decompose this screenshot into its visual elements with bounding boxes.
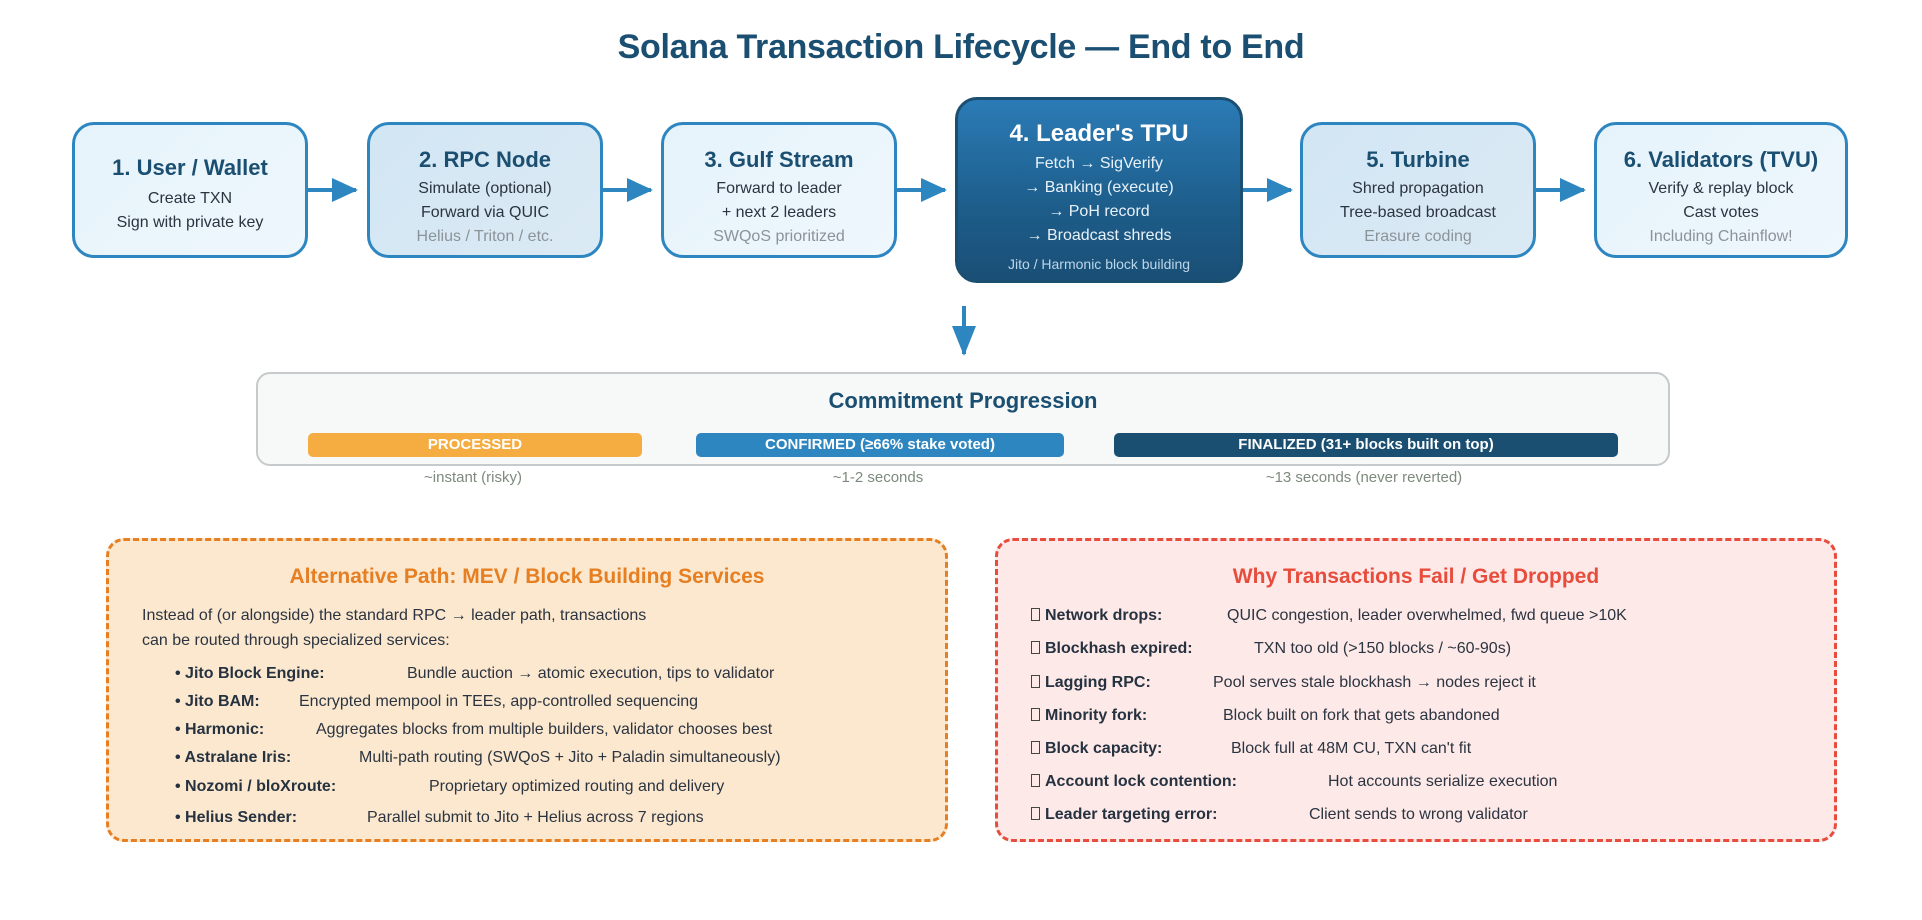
item-desc: Block full at 48M CU, TXN can't fit bbox=[1231, 740, 1472, 757]
item-desc: Multi-path routing (SWQoS + Jito + Palad… bbox=[359, 749, 781, 766]
stage-title: 4. Leader's TPU bbox=[1009, 120, 1189, 147]
stage-line: Create TXN bbox=[147, 190, 233, 207]
item-desc: Bundle auction → atomic execution, tips … bbox=[407, 665, 775, 682]
stage-note: Jito / Harmonic block building bbox=[1007, 256, 1191, 272]
item-desc: Parallel submit to Jito + Helius across … bbox=[367, 809, 704, 826]
stage-line: → Banking (execute) bbox=[1024, 179, 1174, 196]
stage-line: Tree-based broadcast bbox=[1340, 204, 1496, 221]
alt-path-title: Alternative Path: MEV / Block Building S… bbox=[289, 565, 765, 588]
stage-line: Sign with private key bbox=[116, 214, 264, 231]
item-label: • Harmonic: bbox=[175, 721, 265, 738]
stage-line: → PoH record bbox=[1048, 203, 1150, 220]
alt-path-intro: can be routed through specialized servic… bbox=[142, 632, 450, 649]
item-label: • Nozomi / bloXroute: bbox=[175, 778, 337, 795]
stage-line: Shred propagation bbox=[1352, 180, 1484, 197]
missing-glyph-icon bbox=[1031, 774, 1040, 787]
item-desc: Aggregates blocks from multiple builders… bbox=[316, 721, 773, 738]
item-label: Block capacity: bbox=[1045, 740, 1163, 757]
stage-title: 3. Gulf Stream bbox=[704, 147, 854, 172]
stage-title: 1. User / Wallet bbox=[112, 155, 268, 180]
item-label: Network drops: bbox=[1045, 607, 1163, 624]
stage-line: Verify & replay block bbox=[1648, 180, 1794, 197]
stage-line: → Broadcast shreds bbox=[1026, 227, 1172, 244]
commitment-finalized-bar: FINALIZED (31+ blocks built on top) bbox=[1114, 433, 1618, 457]
missing-glyph-icon bbox=[1031, 807, 1040, 820]
item-label: Lagging RPC: bbox=[1045, 674, 1151, 691]
stage-note: Helius / Triton / etc. bbox=[416, 228, 554, 245]
arrow-right-icon bbox=[603, 178, 653, 202]
missing-glyph-icon bbox=[1031, 741, 1040, 754]
failures-title: Why Transactions Fail / Get Dropped bbox=[1232, 565, 1600, 588]
item-desc: Hot accounts serialize execution bbox=[1328, 773, 1558, 790]
item-label: • Astralane Iris: bbox=[175, 749, 292, 766]
missing-glyph-icon bbox=[1031, 708, 1040, 721]
commitment-title: Commitment Progression bbox=[828, 388, 1098, 413]
stage-title: 5. Turbine bbox=[1366, 147, 1470, 172]
item-desc: TXN too old (>150 blocks / ~60-90s) bbox=[1254, 640, 1512, 657]
item-desc: QUIC congestion, leader overwhelmed, fwd… bbox=[1227, 607, 1627, 624]
item-label: Leader targeting error: bbox=[1045, 806, 1218, 823]
stage-turbine: 5. Turbine Shred propagation Tree-based … bbox=[1300, 122, 1536, 258]
arrow-right-icon bbox=[1243, 178, 1293, 202]
item-label: • Helius Sender: bbox=[175, 809, 298, 826]
stage-note: SWQoS prioritized bbox=[713, 228, 845, 245]
item-label: • Jito Block Engine: bbox=[175, 665, 325, 682]
commitment-processed-bar: PROCESSED bbox=[308, 433, 642, 457]
item-desc: Pool serves stale blockhash → nodes reje… bbox=[1213, 674, 1536, 691]
stage-user-wallet: 1. User / Wallet Create TXN Sign with pr… bbox=[72, 122, 308, 258]
arrow-right-icon bbox=[308, 178, 358, 202]
arrow-right-icon bbox=[897, 178, 947, 202]
stage-rpc-node: 2. RPC Node Simulate (optional) Forward … bbox=[367, 122, 603, 258]
failures-panel: Why Transactions Fail / Get Dropped Netw… bbox=[995, 538, 1837, 842]
stage-note: Erasure coding bbox=[1364, 228, 1472, 245]
commitment-finalized-time: ~13 seconds (never reverted) bbox=[1265, 469, 1463, 486]
stage-line: Forward to leader bbox=[716, 180, 842, 197]
missing-glyph-icon bbox=[1031, 608, 1040, 621]
stage-line: + next 2 leaders bbox=[721, 204, 837, 221]
alt-path-intro: Instead of (or alongside) the standard R… bbox=[142, 607, 647, 624]
stage-title: 6. Validators (TVU) bbox=[1623, 147, 1819, 172]
item-label: Account lock contention: bbox=[1045, 773, 1237, 790]
item-label: Minority fork: bbox=[1045, 707, 1148, 724]
item-desc: Client sends to wrong validator bbox=[1309, 806, 1528, 823]
item-desc: Block built on fork that gets abandoned bbox=[1223, 707, 1500, 724]
page-title: Solana Transaction Lifecycle — End to En… bbox=[617, 28, 1305, 66]
stage-title: 2. RPC Node bbox=[418, 147, 552, 172]
arrow-down-icon bbox=[952, 306, 976, 356]
commitment-progression-panel: Commitment Progression PROCESSED CONFIRM… bbox=[256, 372, 1670, 466]
stage-validators-tvu: 6. Validators (TVU) Verify & replay bloc… bbox=[1594, 122, 1848, 258]
missing-glyph-icon bbox=[1031, 641, 1040, 654]
arrow-right-icon bbox=[1536, 178, 1586, 202]
stage-line: Cast votes bbox=[1683, 204, 1759, 221]
stage-gulf-stream: 3. Gulf Stream Forward to leader + next … bbox=[661, 122, 897, 258]
item-desc: Proprietary optimized routing and delive… bbox=[429, 778, 725, 795]
commitment-confirmed-bar: CONFIRMED (≥66% stake voted) bbox=[696, 433, 1064, 457]
item-label: • Jito BAM: bbox=[175, 693, 260, 710]
missing-glyph-icon bbox=[1031, 675, 1040, 688]
alternative-path-panel: Alternative Path: MEV / Block Building S… bbox=[106, 538, 948, 842]
stage-line: Forward via QUIC bbox=[420, 204, 550, 221]
stage-note: Including Chainflow! bbox=[1649, 228, 1793, 245]
stage-leader-tpu: 4. Leader's TPU Fetch → SigVerify → Bank… bbox=[955, 97, 1243, 283]
stage-line: Fetch → SigVerify bbox=[1034, 155, 1164, 172]
commitment-confirmed-time: ~1-2 seconds bbox=[832, 469, 924, 486]
item-label: Blockhash expired: bbox=[1045, 640, 1193, 657]
stage-line: Simulate (optional) bbox=[418, 180, 552, 197]
item-desc: Encrypted mempool in TEEs, app-controlle… bbox=[299, 693, 699, 710]
commitment-processed-time: ~instant (risky) bbox=[424, 469, 522, 486]
